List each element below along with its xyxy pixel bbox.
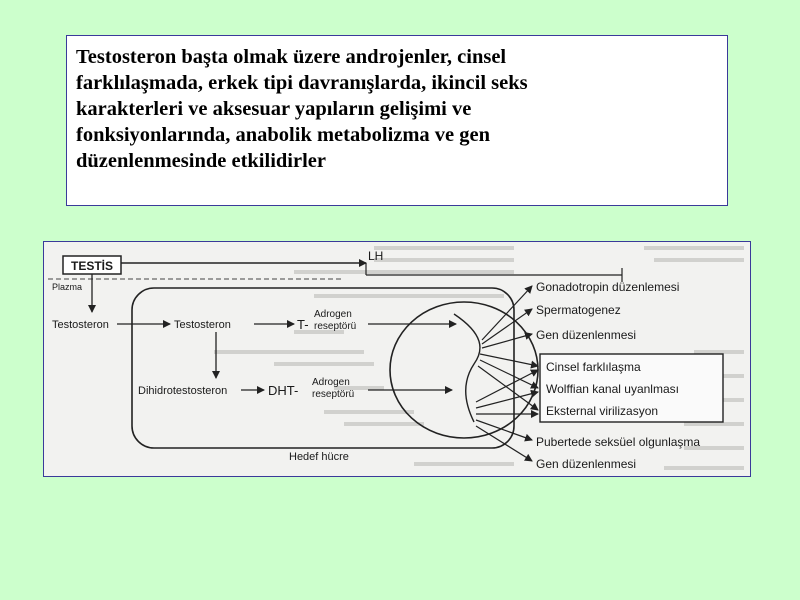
description-line: fonksiyonlarında, anabolik metabolizma v… [76, 124, 491, 146]
lh-label: LH [368, 249, 383, 263]
description-textbox: Testosteron başta olmak üzere androjenle… [66, 35, 728, 206]
boxed-effect-label: Wolffian kanal uyanlması [546, 382, 679, 396]
effect-arrow [475, 425, 533, 462]
effect-arrow [481, 285, 533, 341]
receptor-2-line-2: reseptörü [312, 389, 354, 400]
description-line: farklılaşmada, erkek tipi davranışlarda,… [76, 72, 528, 94]
target-cell-label: Hedef hücre [289, 451, 349, 463]
effect-arrow [479, 353, 539, 369]
effect-arrow [481, 332, 533, 349]
effect-arrow [481, 308, 533, 345]
description-line: karakterleri ve aksesuar yapıların geliş… [76, 98, 472, 120]
androgen-action-diagram: TESTİS LH Plazma Testosteron Testosteron… [48, 246, 744, 471]
receptor-2-line-1: Adrogen [312, 377, 350, 388]
t-bound-label: T- [297, 317, 309, 332]
effect-arrow [475, 419, 533, 442]
androgen-action-figure: TESTİS LH Plazma Testosteron Testosteron… [43, 241, 751, 477]
effect-label: Gen düzenlenmesi [536, 457, 636, 471]
effect-label: Gen düzenlenmesi [536, 328, 636, 342]
effect-arrow [475, 389, 539, 409]
description-line: düzenlenmesinde etkilidirler [76, 150, 326, 172]
nucleus-outline [389, 301, 539, 439]
effect-arrows [475, 285, 539, 462]
dna-curve [453, 313, 481, 423]
effect-label: Spermatogenez [536, 303, 621, 317]
receptor-1-line-1: Adrogen [314, 309, 352, 320]
dht-label: Dihidrotestosteron [138, 385, 227, 397]
effect-arrow [479, 359, 539, 389]
plasma-testosterone-label: Testosteron [52, 319, 109, 331]
effect-arrow [475, 369, 539, 403]
effect-arrow [477, 365, 539, 411]
dht-bound-label: DHT- [268, 383, 298, 398]
plasma-label: Plazma [52, 282, 82, 292]
boxed-effect-label: Eksternal virilizasyon [546, 404, 658, 418]
description-line: Testosteron başta olmak üzere androjenle… [76, 46, 507, 68]
receptor-1-line-2: reseptörü [314, 321, 356, 332]
boxed-effect-label: Cinsel farklılaşma [546, 360, 641, 374]
effect-label: Gonadotropin düzenlemesi [536, 280, 679, 294]
effect-label: Pubertede seksüel olgunlaşma [536, 435, 700, 449]
sexual-differentiation-box [539, 353, 724, 423]
target-cell-outline [131, 287, 515, 449]
cell-testosterone-label: Testosteron [174, 319, 231, 331]
scan-background-text [214, 246, 744, 470]
testis-label: TESTİS [71, 258, 113, 273]
